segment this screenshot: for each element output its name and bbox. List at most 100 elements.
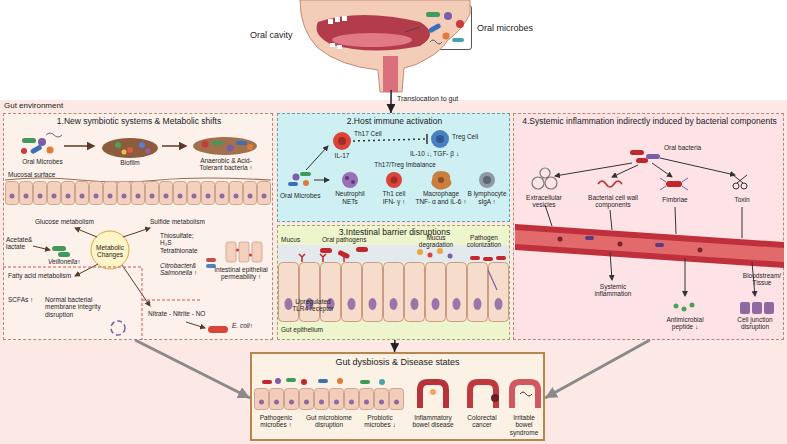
panel-box: 4.Systemic inflammation indirectly induc… <box>513 113 784 340</box>
panel1-illustration-part <box>3 267 142 340</box>
panel1-illustration <box>3 133 271 340</box>
panel3-illustration-part <box>488 270 497 290</box>
panel1-illustration-part <box>115 142 121 148</box>
panel2-illustration-part <box>314 180 329 181</box>
panel4-illustration-part <box>598 181 622 187</box>
disease-illustration-part <box>360 380 370 384</box>
panel4-illustration-part <box>682 307 687 312</box>
panel1-illustration-part <box>239 242 249 262</box>
node-heading: Gut environment <box>4 102 124 111</box>
oral-microbes-inset-part <box>456 20 464 28</box>
annotation-label: Oral Microbes <box>280 192 330 199</box>
annotation-label: Sulfide metabolism <box>150 218 220 225</box>
panel1-illustration-part <box>212 141 223 145</box>
panel1-illustration-part <box>186 322 205 328</box>
panel1-illustration-part <box>30 144 43 154</box>
head-illustration-part <box>332 33 412 47</box>
panel2-illustration-part <box>345 176 349 180</box>
disease-illustration-part <box>512 382 538 408</box>
panel1-illustration-part <box>52 246 66 251</box>
flow-connector <box>135 340 250 398</box>
panel4-illustration-part <box>558 237 563 242</box>
panel3-illustration-part <box>278 262 509 322</box>
panel1-illustration-part <box>226 242 236 262</box>
panel2-illustration-part <box>288 182 298 186</box>
panel2-illustration <box>288 130 495 190</box>
panel4-illustration-part <box>545 177 557 189</box>
panel1-illustration-part <box>249 254 252 257</box>
annotation-label: sIgA ↑ <box>464 198 510 205</box>
annotation-label: IFN- γ ↑ <box>371 198 417 205</box>
head-illustration-part <box>335 17 340 22</box>
annotation-label: Irritable bowel syndrome <box>504 414 544 436</box>
panel3-illustration-part <box>483 257 493 261</box>
head-illustration-part <box>342 16 347 21</box>
panel2-illustration-part <box>438 177 444 183</box>
oral-microbes-inset-part <box>426 12 440 17</box>
head-illustration-part <box>300 0 470 92</box>
annotation-label: Bacterial cell wall components <box>584 194 642 209</box>
annotation-label: E. coli↑ <box>232 322 268 329</box>
oral-microbes-inset-part <box>428 23 442 34</box>
panel4-illustration-part <box>515 230 784 262</box>
panel3-illustration-part <box>470 256 480 260</box>
disease-illustration-part <box>430 389 436 395</box>
head-illustration-part <box>330 43 335 47</box>
panel4-illustration-part <box>540 168 550 178</box>
annotation-label: Cell junction disruption <box>728 316 782 331</box>
disease-illustration-part <box>420 382 446 408</box>
disease-illustration-part <box>301 379 307 385</box>
panel3-illustration-part <box>428 253 433 258</box>
panel1-illustration-part <box>162 145 186 147</box>
panel1-illustration-part <box>208 326 228 333</box>
panel1-illustration-part <box>58 252 70 257</box>
panel3-illustration-part <box>496 256 506 260</box>
panel1-illustration-part <box>142 300 200 301</box>
annotation-label: Mucosal surface <box>8 171 78 178</box>
panel4-illustration <box>515 150 784 314</box>
panel2-illustration-part <box>431 171 451 190</box>
panel2-illustration-part <box>386 172 402 188</box>
annotation-label: Treg Cell <box>452 133 492 140</box>
panel1-illustration-part <box>33 246 50 250</box>
annotation-label: Anaerobic & Acid-Tolerant bacteria ↑ <box>190 157 262 172</box>
node-heading: Oral microbes <box>477 23 549 33</box>
panel4-illustration-part <box>733 183 739 189</box>
oral-microbes-inset-part <box>452 38 464 42</box>
annotation-label: Fatty acid metabolism <box>8 272 88 279</box>
panel1-illustration-part <box>127 147 133 153</box>
annotation-label: Oral bacteria <box>664 144 724 151</box>
panel2-illustration-part <box>426 134 428 144</box>
annotation-label: Inflammatory bowel disease <box>406 414 460 429</box>
panel4-illustration-part <box>612 165 638 177</box>
annotation-label: Th17 Cell <box>354 130 394 137</box>
annotation-label: Th17/Treg Imbalance <box>360 161 450 168</box>
panel2-illustration-part <box>353 139 426 141</box>
panel2-illustration-part <box>342 172 358 188</box>
annotation-label: Th1 cell <box>371 190 417 197</box>
panel4-illustration-part <box>532 177 544 189</box>
panel1-illustration-part <box>122 265 150 306</box>
disease-illustration <box>254 378 538 410</box>
annotation-label: Biofilm <box>110 159 150 166</box>
panel4-illustration-part <box>752 302 762 314</box>
panel1-illustration-part <box>5 178 271 182</box>
panel4-illustration-part <box>646 154 660 159</box>
node-heading: 4.Systemic inflammation indirectly induc… <box>518 117 781 127</box>
panel1-illustration-part <box>75 264 98 276</box>
panel3-illustration-part <box>448 254 453 259</box>
head-illustration <box>300 0 470 92</box>
disease-illustration-part <box>275 378 281 384</box>
panel4-illustration-part <box>660 178 688 190</box>
panel1-illustration-part <box>75 228 97 237</box>
panel4-illustration-part <box>742 207 743 238</box>
head-illustration-part <box>328 19 333 24</box>
panel2-illustration-part <box>303 180 309 186</box>
panel4-illustration-part <box>685 258 686 296</box>
panel1-illustration-part <box>91 231 129 269</box>
head-illustration-part <box>337 45 342 49</box>
annotation-label: Extracellular vesicles <box>520 194 568 209</box>
panel1-illustration-part <box>193 137 257 155</box>
panel4-illustration-part <box>636 158 648 163</box>
panel4-illustration-part <box>666 181 682 187</box>
